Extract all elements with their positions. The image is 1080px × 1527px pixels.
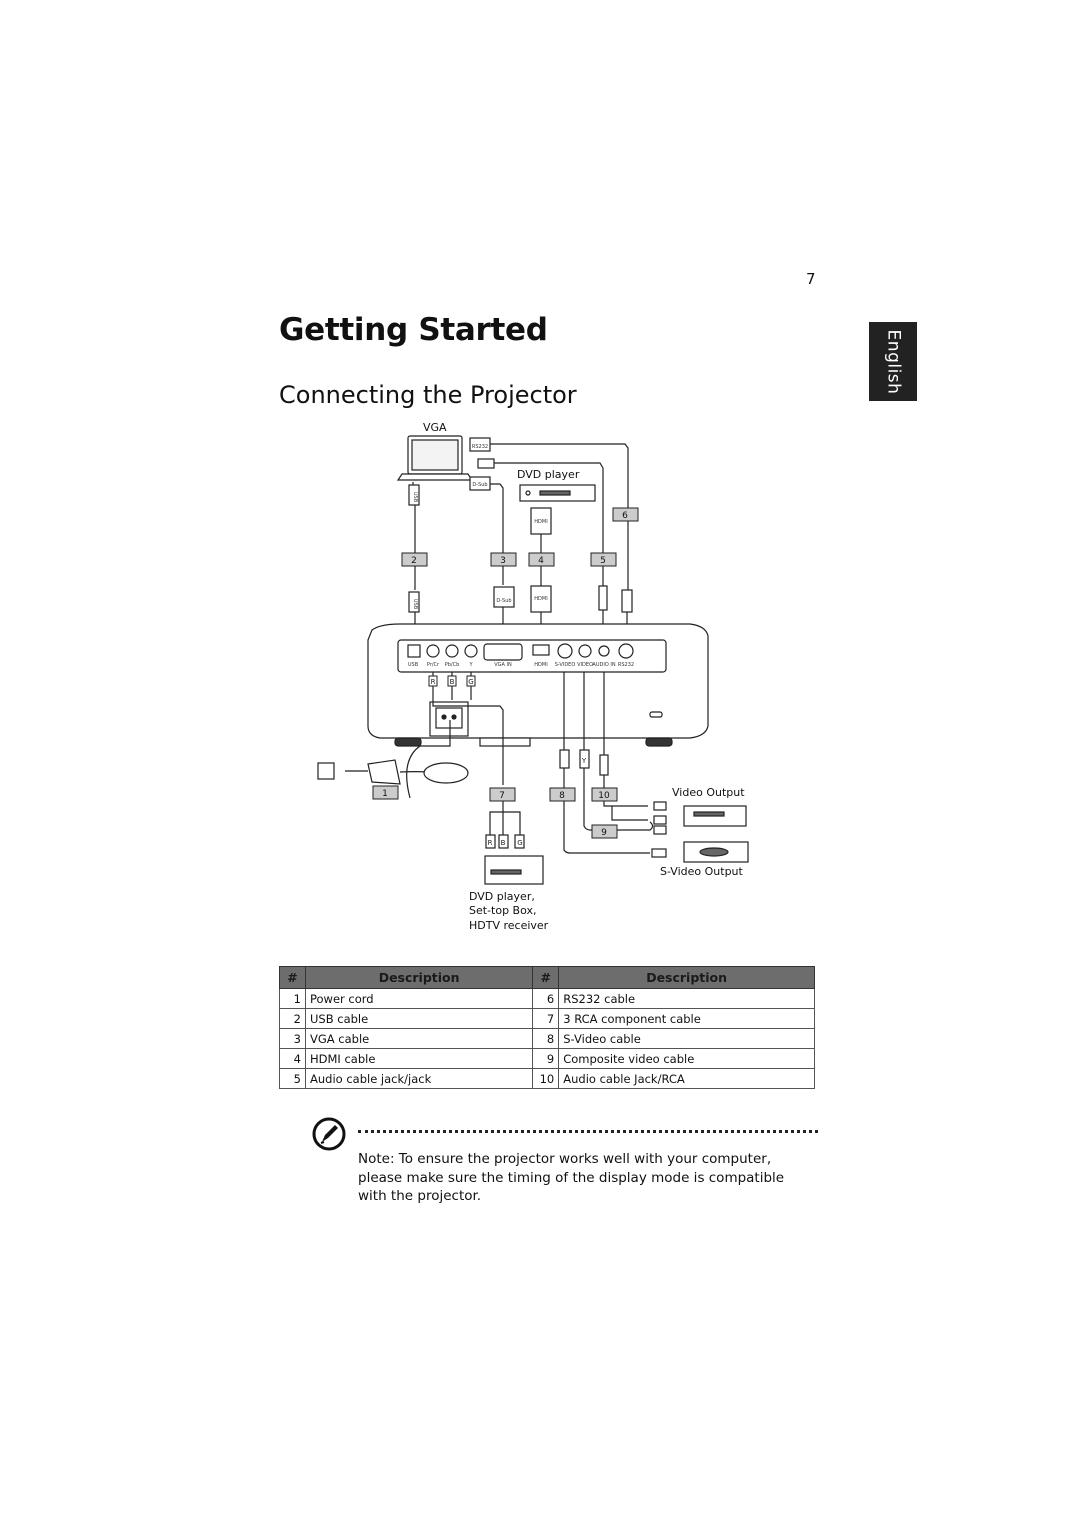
row-description: RS232 cable (558, 988, 815, 1009)
svideo-plug-letter: Y (581, 757, 587, 765)
rca-letter-r: R (431, 678, 436, 686)
svg-text:1: 1 (382, 789, 388, 799)
svideo-output-label: S-Video Output (660, 865, 744, 878)
svg-text:6: 6 (622, 511, 628, 521)
callout-2: 2 (401, 552, 428, 567)
language-tab: English (869, 322, 917, 401)
rca-letter-r-bottom: R (488, 839, 493, 847)
port-label-audio-in: AUDIO IN (592, 662, 615, 668)
port-label-svideo: S-VIDEO (555, 662, 576, 668)
svg-text:4: 4 (538, 556, 544, 566)
callout-9: 9 (591, 824, 618, 839)
port-label-video: VIDEO (577, 662, 593, 668)
connection-diagram: 1 2 3 4 5 6 7 8 9 10 RS232 D-Sub D-Sub H… (317, 421, 749, 932)
dvd-player-label: DVD player (517, 468, 580, 481)
table-header-row: # Description # Description (279, 966, 815, 989)
row-number: 7 (532, 1008, 560, 1029)
dvd-settop-label-line3: HDTV receiver (469, 919, 549, 932)
row-number: 2 (279, 1008, 306, 1029)
port-label-vga-in: VGA IN (494, 662, 512, 668)
dsub-connector-label: D-Sub (472, 482, 487, 488)
callout-3: 3 (490, 552, 517, 567)
hdmi-connector-label: HDMI (534, 519, 547, 525)
row-description: HDMI cable (304, 1048, 534, 1069)
row-description: Composite video cable (558, 1048, 815, 1069)
callout-7: 7 (489, 787, 516, 802)
usb-connector-label-projector: USB (412, 599, 418, 610)
row-number: 10 (532, 1068, 560, 1089)
svg-text:3: 3 (500, 556, 506, 566)
settop-box-icon (484, 855, 544, 885)
table-row: 3 VGA cable 8 S-Video cable (279, 1028, 815, 1049)
video-output-label: Video Output (672, 786, 745, 799)
row-number: 6 (532, 988, 560, 1009)
row-number: 4 (279, 1048, 306, 1069)
note-body: : To ensure the projector works well wit… (358, 1151, 785, 1204)
rca-letter-g: G (468, 678, 473, 686)
svg-text:10: 10 (598, 791, 610, 801)
callout-8: 8 (549, 787, 576, 802)
note-text: Note: To ensure the projector works well… (358, 1150, 798, 1206)
port-label-pr: Pr/Cr (427, 662, 440, 668)
row-number: 1 (279, 988, 306, 1009)
table-row: 1 Power cord 6 RS232 cable (279, 988, 815, 1009)
row-description: VGA cable (304, 1028, 534, 1049)
port-label-rs232: RS232 (618, 662, 634, 668)
row-description: USB cable (304, 1008, 534, 1029)
svg-text:8: 8 (559, 791, 565, 801)
row-description: Audio cable jack/jack (304, 1068, 534, 1089)
table-header-description-1: Description (304, 966, 534, 989)
dvd-player-icon (519, 484, 596, 502)
table-header-description-2: Description (558, 966, 815, 989)
hdmi-connector-label-projector: HDMI (534, 596, 547, 602)
row-description: S-Video cable (558, 1028, 815, 1049)
rca-letter-b: B (450, 678, 455, 686)
port-label-hdmi: HDMI (534, 662, 547, 668)
row-number: 3 (279, 1028, 306, 1049)
row-number: 5 (279, 1068, 306, 1089)
callout-1: 1 (372, 785, 399, 800)
row-description: Audio cable Jack/RCA (558, 1068, 815, 1089)
rca-letter-g-bottom: G (517, 839, 522, 847)
page-number: 7 (806, 270, 816, 288)
port-label-usb: USB (408, 662, 419, 668)
callout-4: 4 (528, 552, 555, 567)
row-number: 8 (532, 1028, 560, 1049)
section-subtitle: Connecting the Projector (279, 381, 577, 409)
dsub-connector-label-projector: D-Sub (496, 598, 511, 604)
description-table: # Description # Description 1 Power cord… (279, 966, 815, 1089)
dvd-settop-label-line1: DVD player, (469, 890, 535, 903)
svg-text:2: 2 (411, 556, 417, 566)
table-row: 5 Audio cable jack/jack 10 Audio cable J… (279, 1068, 815, 1089)
table-header-number-2: # (532, 966, 560, 989)
projector-icon (367, 623, 709, 747)
svg-text:5: 5 (600, 556, 606, 566)
table-row: 2 USB cable 7 3 RCA component cable (279, 1008, 815, 1029)
rca-letter-b-bottom: B (501, 839, 506, 847)
note-label: Note (358, 1151, 390, 1167)
svg-text:9: 9 (601, 828, 607, 838)
dvd-settop-label-line2: Set-top Box, (469, 904, 537, 917)
callout-10: 10 (591, 787, 618, 802)
vga-label: VGA (423, 421, 447, 434)
row-description: 3 RCA component cable (558, 1008, 815, 1029)
svg-text:7: 7 (499, 791, 505, 801)
video-output-device-icon (683, 805, 749, 863)
note-divider (358, 1130, 818, 1133)
table-header-number-1: # (279, 966, 306, 989)
rs232-connector-label: RS232 (472, 444, 488, 450)
usb-connector-label: USB (412, 492, 418, 503)
page-title: Getting Started (279, 312, 548, 348)
row-description: Power cord (304, 988, 534, 1009)
row-number: 9 (532, 1048, 560, 1069)
note-pen-icon (312, 1117, 346, 1151)
table-row: 4 HDMI cable 9 Composite video cable (279, 1048, 815, 1069)
callout-6: 6 (612, 507, 639, 522)
laptop-icon (396, 435, 474, 481)
callout-5: 5 (590, 552, 617, 567)
port-label-y: Y (468, 662, 473, 668)
port-label-pb: Pb/Cb (445, 662, 460, 668)
